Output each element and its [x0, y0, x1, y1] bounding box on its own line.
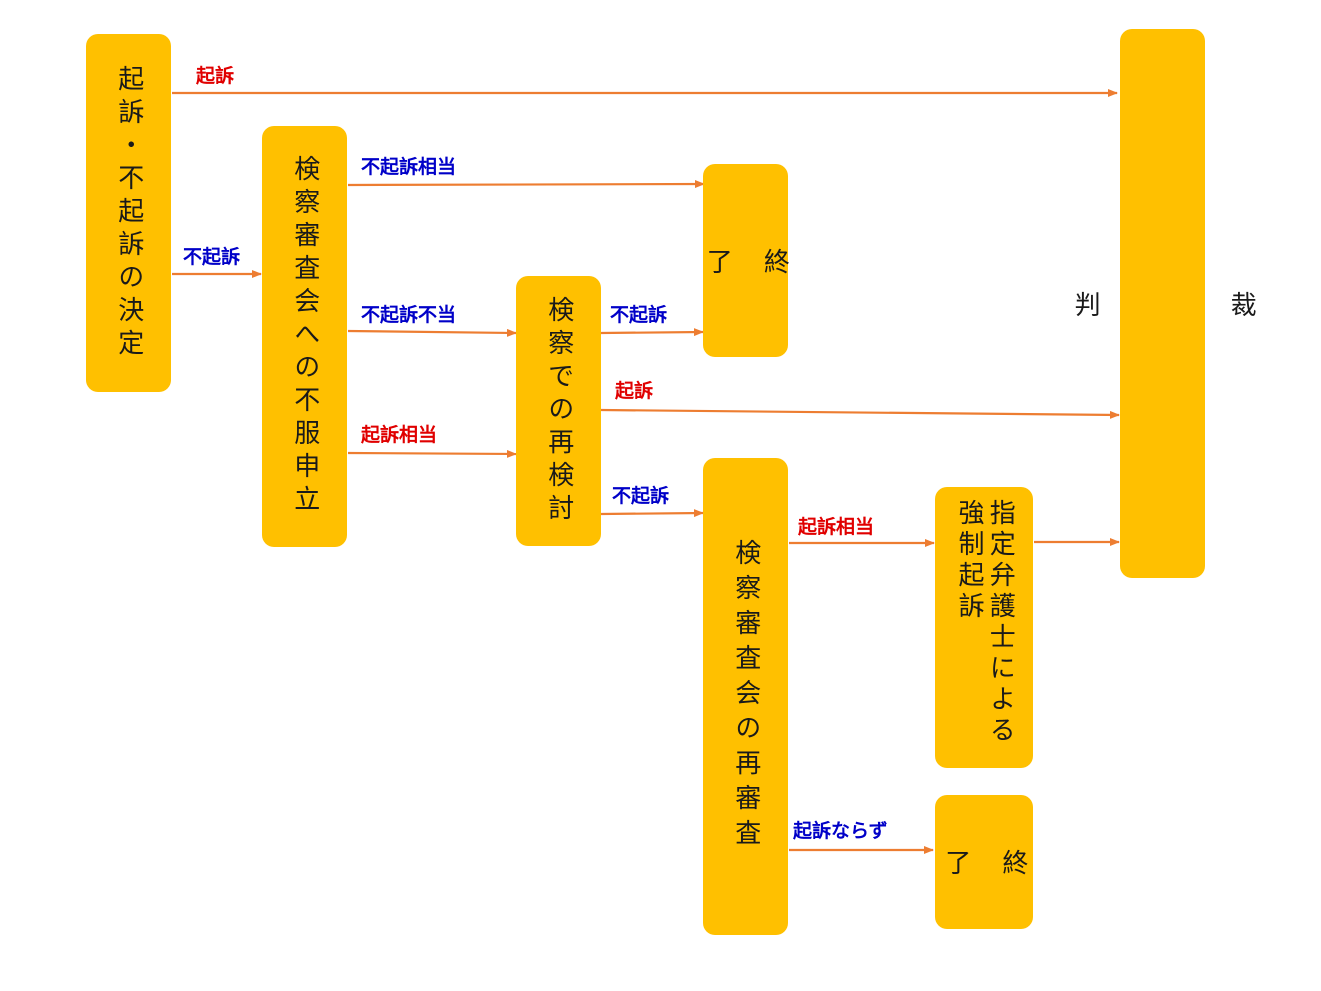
label-non-indict-2: 不起訴 [610, 304, 668, 326]
trial-label: 裁 判 [1070, 290, 1257, 317]
label-no-indict: 起訴ならず [793, 820, 888, 842]
end-label-1: 終 了 [702, 247, 790, 274]
arrow-reexamine-to-trial [600, 408, 1120, 419]
arrow-objection-to-end1 [347, 180, 705, 189]
reexamine-box: 検察での再検討 [516, 276, 601, 546]
objection-box: 検察審査会への不服申立 [262, 126, 347, 547]
label-improper: 不起訴不当 [361, 304, 457, 326]
label-indict-mid: 起訴 [615, 380, 654, 402]
arrow-objection-to-reexamine-warranted [347, 449, 517, 458]
decision-label: 起訴・不起訴の決定 [113, 64, 144, 362]
review-box: 検察審査会の再審査 [703, 458, 788, 935]
arrow-objection-to-reexamine-improper [347, 328, 517, 337]
end-box-1: 終 了 [702, 164, 790, 357]
reexamine-label: 検察での再検討 [543, 295, 574, 527]
label-non-indict-3: 不起訴 [612, 485, 670, 507]
decision-box: 起訴・不起訴の決定 [86, 34, 171, 392]
forced-indictment-label: 指定弁護士による 強制起訴 [954, 499, 1016, 747]
forced-indictment-box: 指定弁護士による 強制起訴 [935, 487, 1033, 768]
label-not-warranted: 不起訴相当 [361, 156, 457, 178]
end-box-2: 終 了 [935, 795, 1033, 929]
trial-box: 裁 判 [1070, 29, 1256, 578]
arrow-reexamine-to-end1 [600, 328, 704, 337]
arrow-reexamine-to-review [600, 509, 704, 518]
objection-label: 検察審査会への不服申立 [289, 155, 320, 518]
review-label: 検察審査会の再審査 [730, 539, 761, 854]
label-non-indict-1: 不起訴 [183, 246, 241, 268]
label-warranted-2: 起訴相当 [798, 516, 875, 538]
label-warranted-1: 起訴相当 [361, 424, 438, 446]
end-label-2: 終 了 [940, 849, 1028, 875]
label-indict-top: 起訴 [196, 65, 235, 87]
